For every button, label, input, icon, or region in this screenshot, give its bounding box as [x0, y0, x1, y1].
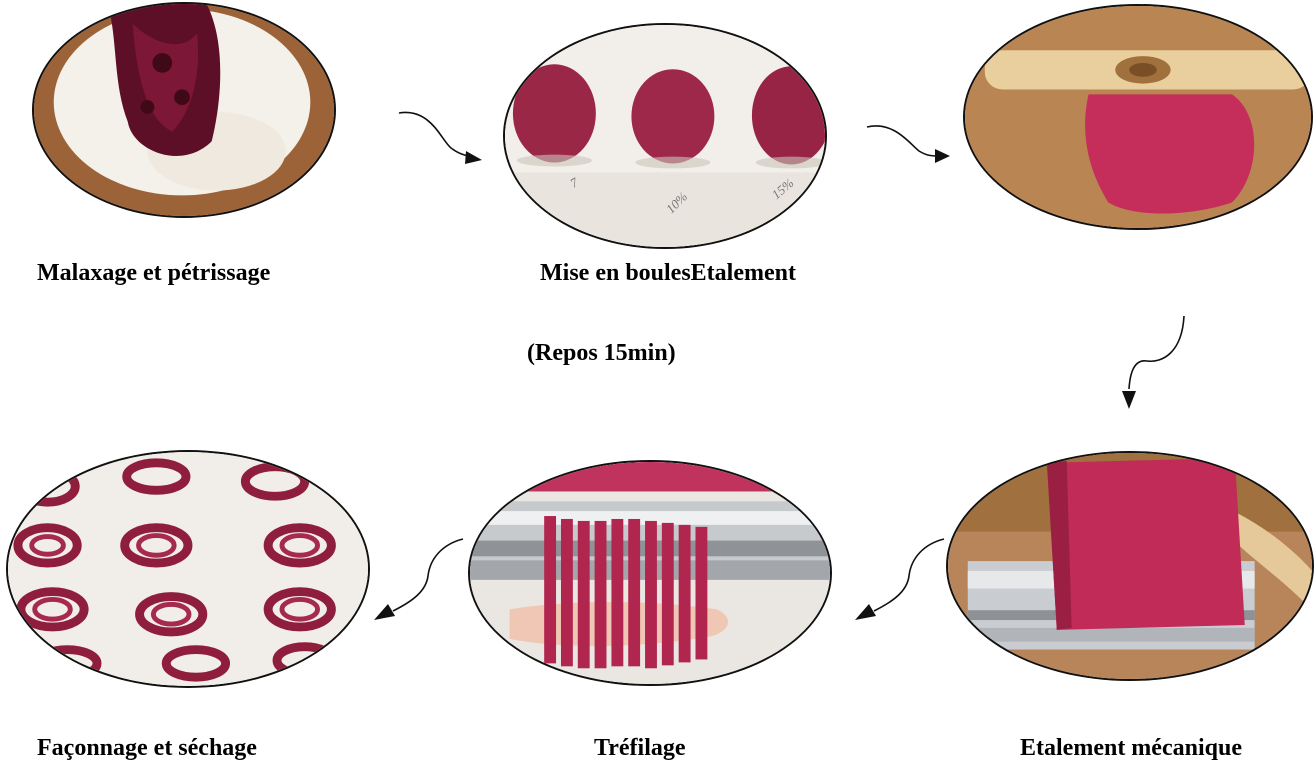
- step-label-mise-en-boules: Mise en boulesEtalement: [540, 260, 796, 287]
- step-label-malaxage: Malaxage et pétrissage: [37, 260, 270, 287]
- photo-etalement: [963, 4, 1313, 230]
- photo-etalement-mecanique: [946, 451, 1314, 681]
- arrow-step2-to-step3: [864, 123, 954, 168]
- photo-faconnage: [6, 450, 370, 688]
- photo-trefilage: [468, 460, 832, 686]
- arrow-step1-to-step2: [396, 110, 486, 165]
- photo-mise-en-boules: 7 10% 15%: [503, 23, 827, 249]
- step-sublabel-repos: (Repos 15min): [527, 340, 676, 367]
- step-label-trefilage: Tréfilage: [594, 735, 686, 762]
- step-label-etalement-mecanique: Etalement mécanique: [1020, 735, 1242, 762]
- arrow-step4-to-step5: [849, 536, 949, 621]
- photo-malaxage: [32, 2, 336, 218]
- arrow-step3-to-step4: [1112, 313, 1192, 413]
- step-label-faconnage: Façonnage et séchage: [37, 735, 257, 762]
- arrow-step5-to-step6: [368, 536, 468, 621]
